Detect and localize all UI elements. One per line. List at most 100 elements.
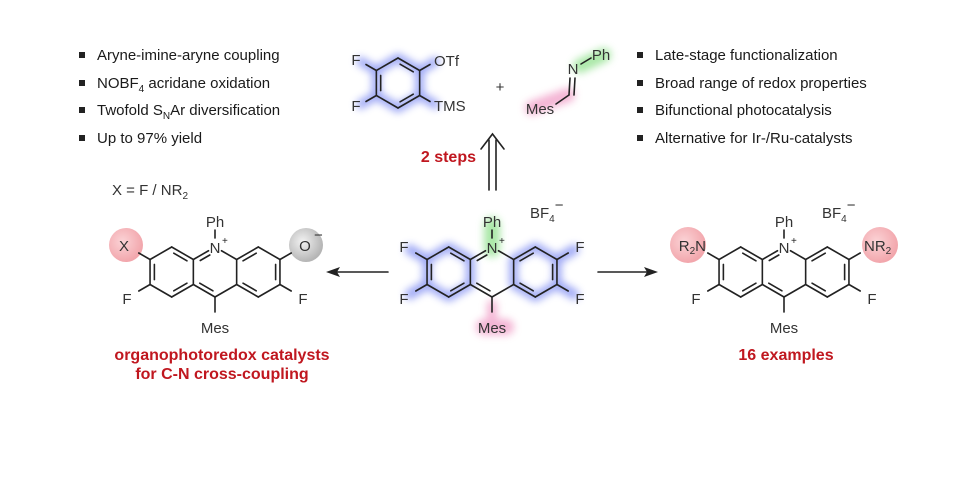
left-product: Ph N + X O − F F Mes organophotoredox ca… [114, 214, 329, 383]
ring-bond [512, 246, 537, 261]
substituent-bond [418, 94, 431, 103]
bullet-icon [79, 107, 85, 113]
features-left-list: Aryne-imine-aryne coupling NOBF4 acridan… [79, 47, 280, 147]
double-bond-line [476, 254, 488, 262]
double-bond-line [811, 252, 827, 262]
ring-bond [804, 283, 829, 298]
substituent-bond [279, 252, 293, 261]
double-bond-line [449, 282, 465, 292]
double-bond-line [198, 282, 214, 292]
x-label: X [119, 238, 129, 255]
ring-bond [397, 57, 421, 72]
phenyl-label: Ph [775, 214, 793, 231]
substituent-bond [414, 283, 428, 292]
phenyl-label: Ph [592, 47, 610, 64]
ring-bond [789, 249, 807, 261]
glow-stroke [573, 48, 611, 73]
superscript: − [847, 197, 856, 214]
charge-minus: − [314, 227, 323, 244]
x-definition: X = F / NR2 [112, 182, 188, 202]
subscript: 2 [182, 191, 188, 202]
ring-bond [718, 283, 742, 298]
text-part: BF [822, 205, 841, 222]
double-bond-line [519, 282, 535, 292]
substituent-bond [848, 283, 862, 292]
bullet-icon [79, 52, 85, 58]
feature-item: NOBF4 acridane oxidation [97, 75, 270, 95]
double-bond-line [242, 252, 258, 262]
ring-bond [192, 249, 210, 261]
substituent-bond [365, 94, 378, 103]
ring-bond [170, 283, 195, 298]
ring-bond [497, 249, 515, 261]
counterion: BF4− [822, 197, 856, 225]
ring-bond [534, 246, 558, 261]
phenyl-label: Ph [206, 214, 224, 231]
arrow-head [326, 267, 340, 277]
mesityl-label: Mes [201, 320, 229, 337]
substituent-bond [848, 252, 862, 261]
text-part: N [695, 238, 706, 255]
ring-bond [739, 246, 764, 261]
feature-item: Broad range of redox properties [655, 75, 867, 92]
ring-bond [426, 283, 450, 298]
substituent-bond [137, 283, 151, 292]
feature-item: Aryne-imine-aryne coupling [97, 47, 280, 64]
bullet-icon [637, 107, 643, 113]
imine-double-bond [573, 77, 576, 96]
text-part: Ar diversification [170, 102, 280, 119]
fluorine-label: F [575, 239, 584, 256]
ring-bond [426, 246, 450, 261]
double-bond-line [519, 252, 535, 262]
ring-bond [375, 57, 399, 72]
feature-item: Alternative for Ir-/Ru-catalysts [655, 130, 853, 147]
double-bond-line [768, 254, 780, 262]
arrow-head [480, 132, 505, 150]
r2n-substituent-circle [670, 227, 706, 263]
ring-bond [220, 249, 238, 261]
ring-bond [718, 246, 742, 261]
arrow-head [644, 267, 658, 277]
ring-bond [257, 246, 281, 261]
ring-bond [170, 246, 195, 261]
ring-bond [469, 283, 493, 298]
ring-bond [447, 283, 472, 298]
nr2-substituent-circle [862, 227, 898, 263]
phenyl-label: Ph [483, 214, 501, 231]
ring-bond [375, 94, 399, 109]
bullet-icon [637, 80, 643, 86]
ring-bond [397, 94, 421, 109]
ring-bond [534, 283, 558, 298]
substituent-bond [137, 252, 151, 261]
imine-double-bond [568, 77, 571, 96]
double-bond-line [811, 282, 827, 292]
subscript: N [163, 111, 170, 122]
substituent-bond [556, 283, 570, 292]
arrow-to-left-product [326, 267, 389, 277]
feature-item: Late-stage functionalization [655, 47, 838, 64]
ring-bond [257, 283, 281, 298]
ring-bond [149, 246, 173, 261]
ring-bond [761, 249, 779, 261]
double-bond-line [741, 252, 757, 262]
r2n-label: R2N [679, 238, 706, 257]
subscript: 4 [549, 214, 555, 225]
text-part: acridane oxidation [144, 75, 270, 92]
plus-sign: + [496, 79, 505, 96]
fluorine-label: F [575, 291, 584, 308]
substituent-bond [414, 252, 428, 261]
substituent-bond [418, 63, 431, 72]
caption-line: organophotoredox catalysts [114, 347, 329, 364]
ring-bond [761, 283, 785, 298]
double-bond-line [767, 282, 783, 292]
arrow-to-right-product [597, 267, 658, 277]
oxygen-label: O [299, 238, 311, 255]
bullet-icon [637, 135, 643, 141]
ring-bond [512, 283, 537, 298]
nitrogen-label: N [779, 240, 790, 257]
n-phenyl-bond [580, 57, 592, 65]
ring-bond [783, 283, 807, 298]
ring-bond [491, 283, 515, 298]
right-product: Ph N + R2N NR2 F F Mes BF4− 16 examples [679, 197, 892, 364]
